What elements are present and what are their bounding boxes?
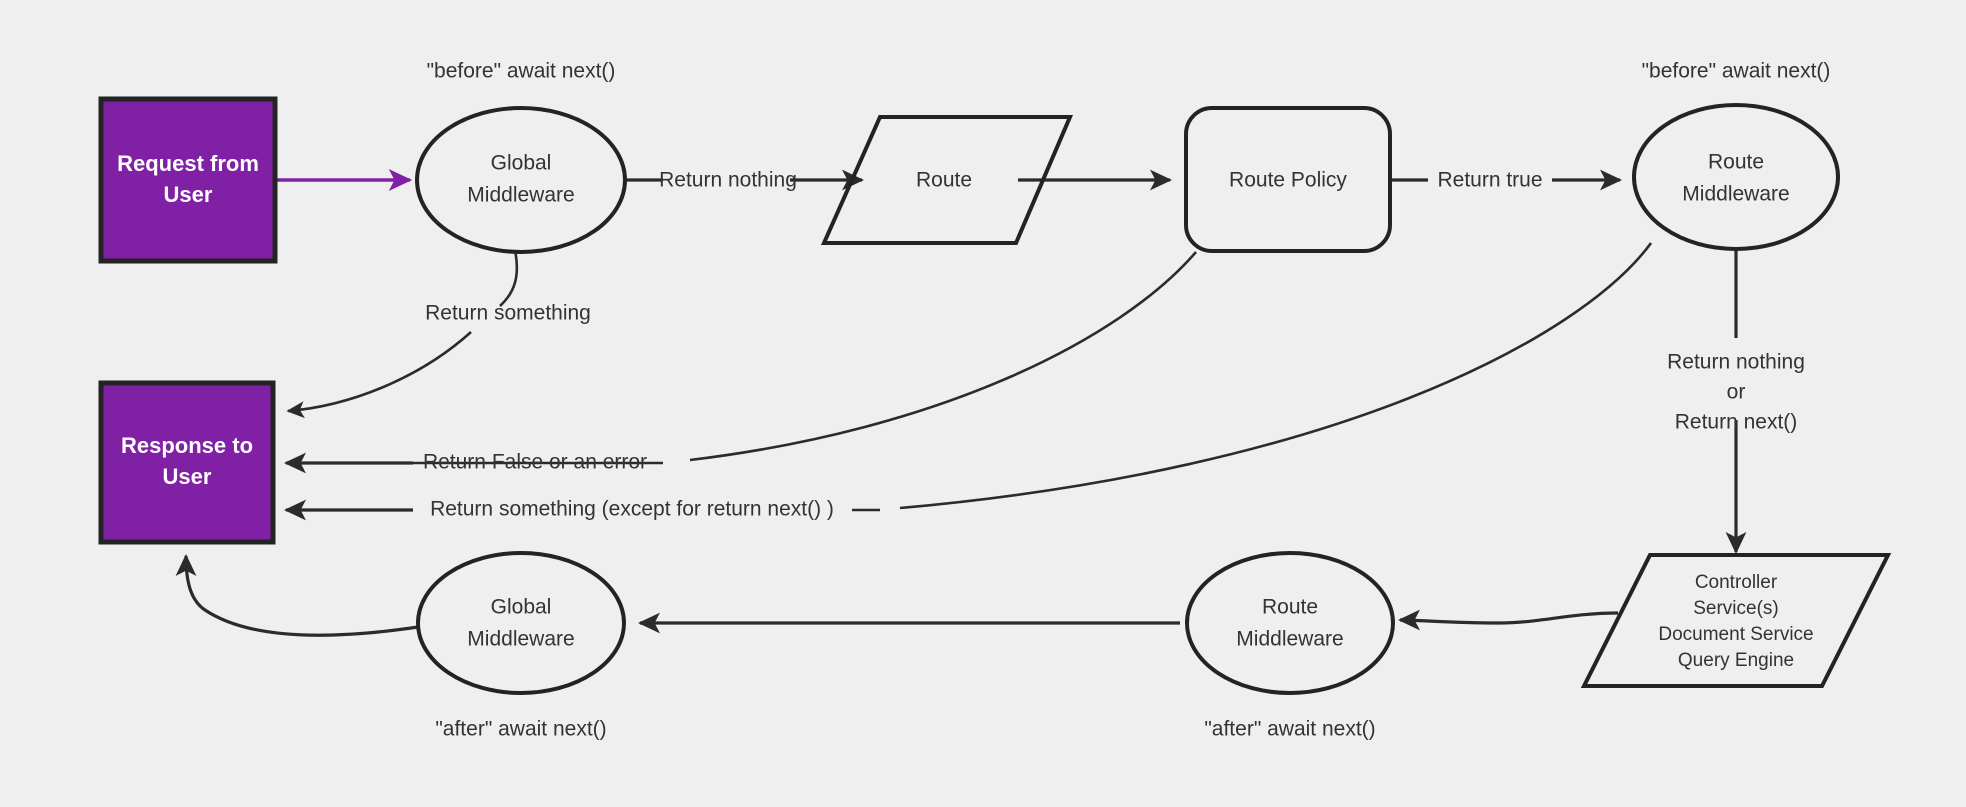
controller-services-label-line2: Service(s) <box>1693 598 1779 619</box>
route-middleware-top-label-line2: Middleware <box>1682 183 1789 206</box>
edge-label-return-something-except-next: Return something (except for return next… <box>430 498 834 521</box>
route-parallelogram[interactable] <box>820 115 1074 245</box>
global-middleware-bottom-label-line1: Global <box>491 596 552 619</box>
controller-services-label-line1: Controller <box>1695 572 1778 593</box>
route-middleware-bottom-label-line1: Route <box>1262 596 1318 619</box>
edge-route-middleware-return-something <box>899 242 1653 510</box>
controller-services-label-line4: Query Engine <box>1678 650 1794 671</box>
annotation-before-await-next-left: "before" await next() <box>427 60 616 83</box>
node-global-middleware-top[interactable]: Global Middleware <box>415 106 627 254</box>
node-response-to-user[interactable]: Response to User <box>98 380 276 545</box>
global-middleware-top-label-line1: Global <box>491 152 552 175</box>
annotation-after-await-next-center: "after" await next() <box>1204 718 1375 741</box>
route-middleware-top-ellipse[interactable] <box>1632 103 1840 251</box>
global-middleware-top-label-line2: Middleware <box>467 184 574 207</box>
node-route-middleware-top[interactable]: Route Middleware <box>1632 103 1840 251</box>
route-policy-box[interactable] <box>1184 106 1392 253</box>
request-from-user-box[interactable] <box>98 96 278 264</box>
annotation-after-await-next-left: "after" await next() <box>435 718 606 741</box>
edge-controller-to-route-middleware-bottom <box>1398 609 1619 631</box>
edge-label-return-something: Return something <box>425 302 591 325</box>
route-middleware-bottom-ellipse[interactable] <box>1185 551 1395 695</box>
annotation-before-await-next-right: "before" await next() <box>1642 60 1831 83</box>
node-route[interactable]: Route <box>820 115 1074 245</box>
route-label: Route <box>916 169 972 192</box>
edge-global-middleware-return-something-arrow <box>286 331 472 419</box>
node-controller-services[interactable]: Controller Service(s) Document Service Q… <box>1580 553 1892 688</box>
edge-route-policy-return-false <box>689 251 1197 462</box>
response-to-user-label-line1: Response to <box>121 433 253 458</box>
route-policy-label: Route Policy <box>1229 169 1347 192</box>
route-middleware-bottom-label-line2: Middleware <box>1236 628 1343 651</box>
node-global-middleware-bottom[interactable]: Global Middleware <box>416 551 626 695</box>
global-middleware-bottom-ellipse[interactable] <box>416 551 626 695</box>
edge-label-route-middleware-out-line1: Return nothing <box>1667 351 1805 374</box>
global-middleware-bottom-label-line2: Middleware <box>467 628 574 651</box>
node-request-from-user[interactable]: Request from User <box>98 96 278 264</box>
response-to-user-box[interactable] <box>98 380 276 545</box>
route-middleware-top-label-line1: Route <box>1708 151 1764 174</box>
edge-global-middleware-bottom-to-response <box>175 554 419 637</box>
edge-label-return-false-or-error: Return False or an error <box>423 451 647 474</box>
edge-label-return-true: Return true <box>1437 169 1542 192</box>
edge-label-return-nothing: Return nothing <box>659 169 797 192</box>
request-from-user-label-line1: Request from <box>117 151 259 176</box>
controller-services-parallelogram[interactable] <box>1580 553 1892 688</box>
controller-services-label-line3: Document Service <box>1658 624 1813 645</box>
edge-label-route-middleware-out-line3: Return next() <box>1675 411 1798 434</box>
edge-label-route-middleware-out-line2: or <box>1727 381 1746 404</box>
node-route-policy[interactable]: Route Policy <box>1184 106 1392 253</box>
node-route-middleware-bottom[interactable]: Route Middleware <box>1185 551 1395 695</box>
request-from-user-label-line2: User <box>164 182 213 207</box>
response-to-user-label-line2: User <box>163 464 212 489</box>
edge-global-middleware-return-something <box>499 249 519 307</box>
global-middleware-top-ellipse[interactable] <box>415 106 627 254</box>
